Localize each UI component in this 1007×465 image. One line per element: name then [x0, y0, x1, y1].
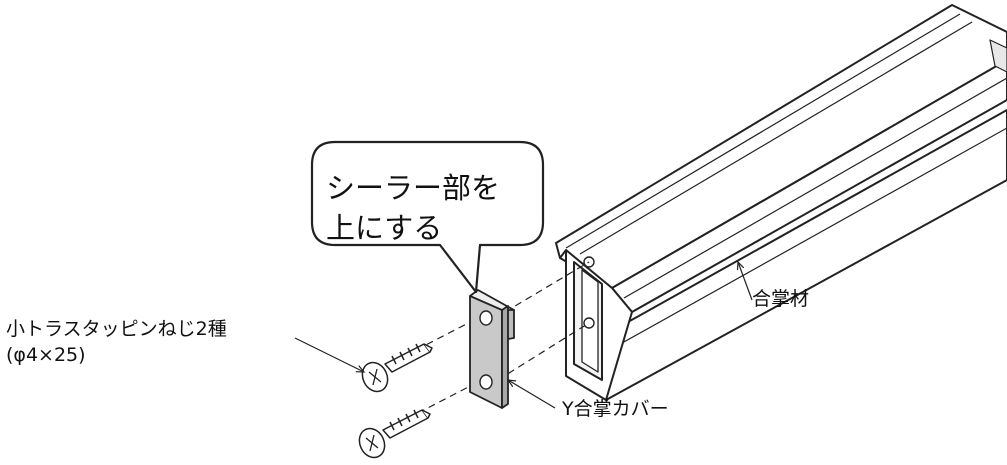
screw-upper	[361, 343, 433, 393]
callout-line-1: シーラー部を	[326, 171, 501, 205]
screw-label: 小トラスタッピンねじ2種 (φ4×25)	[6, 316, 227, 368]
screw-label-name: 小トラスタッピンねじ2種	[6, 318, 227, 340]
y-gable-cover	[469, 289, 515, 409]
callout-line-2: 上にする	[326, 211, 443, 245]
leader-lines	[294, 262, 753, 409]
screw-lower	[358, 409, 431, 459]
callout-text: シーラー部を 上にする	[326, 168, 526, 248]
screw-label-size: (φ4×25)	[6, 344, 86, 366]
callout-bubble	[310, 140, 545, 294]
cover-label: Y合掌カバー	[562, 398, 669, 420]
gable-member	[555, 4, 1007, 401]
member-label: 合掌材	[752, 288, 810, 310]
